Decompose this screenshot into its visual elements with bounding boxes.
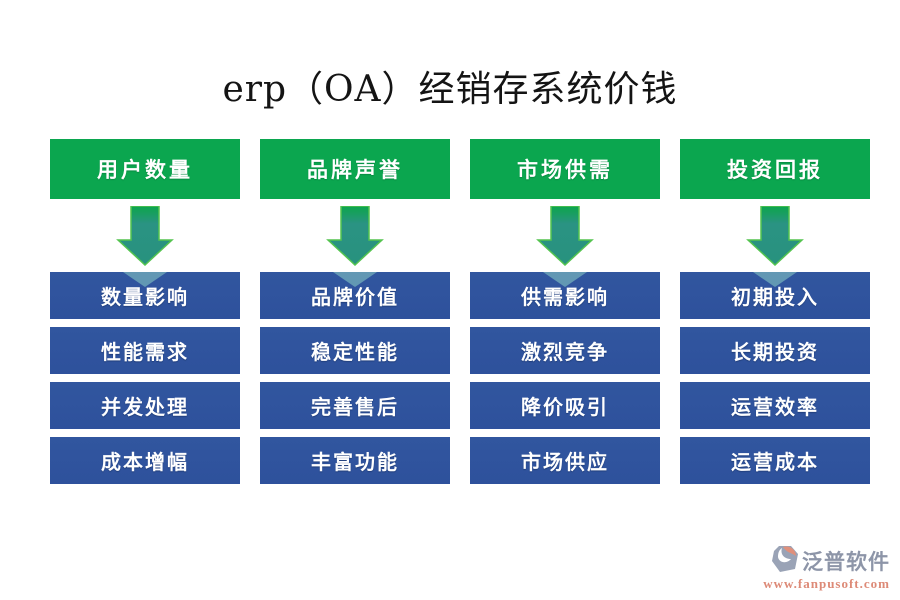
factor-item: 运营效率 xyxy=(680,382,870,429)
factor-item: 品牌价值 xyxy=(260,272,450,319)
factor-column-market: 市场供需 供需影响 激烈竞争 降价吸引 市场供应 xyxy=(470,139,660,492)
brand-name: 泛普软件 xyxy=(802,550,890,574)
factor-column-roi: 投资回报 初期投入 长期投资 运营效率 运营成本 xyxy=(680,139,870,492)
factor-header: 品牌声誉 xyxy=(260,139,450,199)
down-arrow-icon xyxy=(116,206,174,266)
factor-item: 稳定性能 xyxy=(260,327,450,374)
down-arrow-icon xyxy=(746,206,804,266)
factor-item: 降价吸引 xyxy=(470,382,660,429)
factor-column-brand: 品牌声誉 品牌价值 稳定性能 完善售后 丰富功能 xyxy=(260,139,450,492)
fanpu-logo-icon xyxy=(770,544,800,578)
down-arrow-icon xyxy=(536,206,594,266)
page-title: erp（OA）经销存系统价钱 xyxy=(222,69,678,110)
factor-item: 丰富功能 xyxy=(260,437,450,484)
factor-item: 长期投资 xyxy=(680,327,870,374)
factor-item: 并发处理 xyxy=(50,382,240,429)
factor-item: 激烈竞争 xyxy=(470,327,660,374)
brand-url: www.fanpusoft.com xyxy=(763,576,890,591)
factor-diagram: 用户数量 数量影响 性能需求 并发处理 成本增幅 品牌声誉 品牌价值 稳定性能 … xyxy=(50,139,872,492)
factor-item: 数量影响 xyxy=(50,272,240,319)
factor-header: 市场供需 xyxy=(470,139,660,199)
factor-column-users: 用户数量 数量影响 性能需求 并发处理 成本增幅 xyxy=(50,139,240,492)
factor-item: 成本增幅 xyxy=(50,437,240,484)
down-arrow-icon xyxy=(326,206,384,266)
factor-item: 初期投入 xyxy=(680,272,870,319)
factor-header: 投资回报 xyxy=(680,139,870,199)
factor-header: 用户数量 xyxy=(50,139,240,199)
factor-item: 市场供应 xyxy=(470,437,660,484)
footer-watermark: 泛普软件 www.fanpusoft.com xyxy=(763,544,890,592)
factor-item: 完善售后 xyxy=(260,382,450,429)
brand-row: 泛普软件 xyxy=(770,544,890,578)
factor-item: 性能需求 xyxy=(50,327,240,374)
factor-item: 运营成本 xyxy=(680,437,870,484)
factor-item: 供需影响 xyxy=(470,272,660,319)
